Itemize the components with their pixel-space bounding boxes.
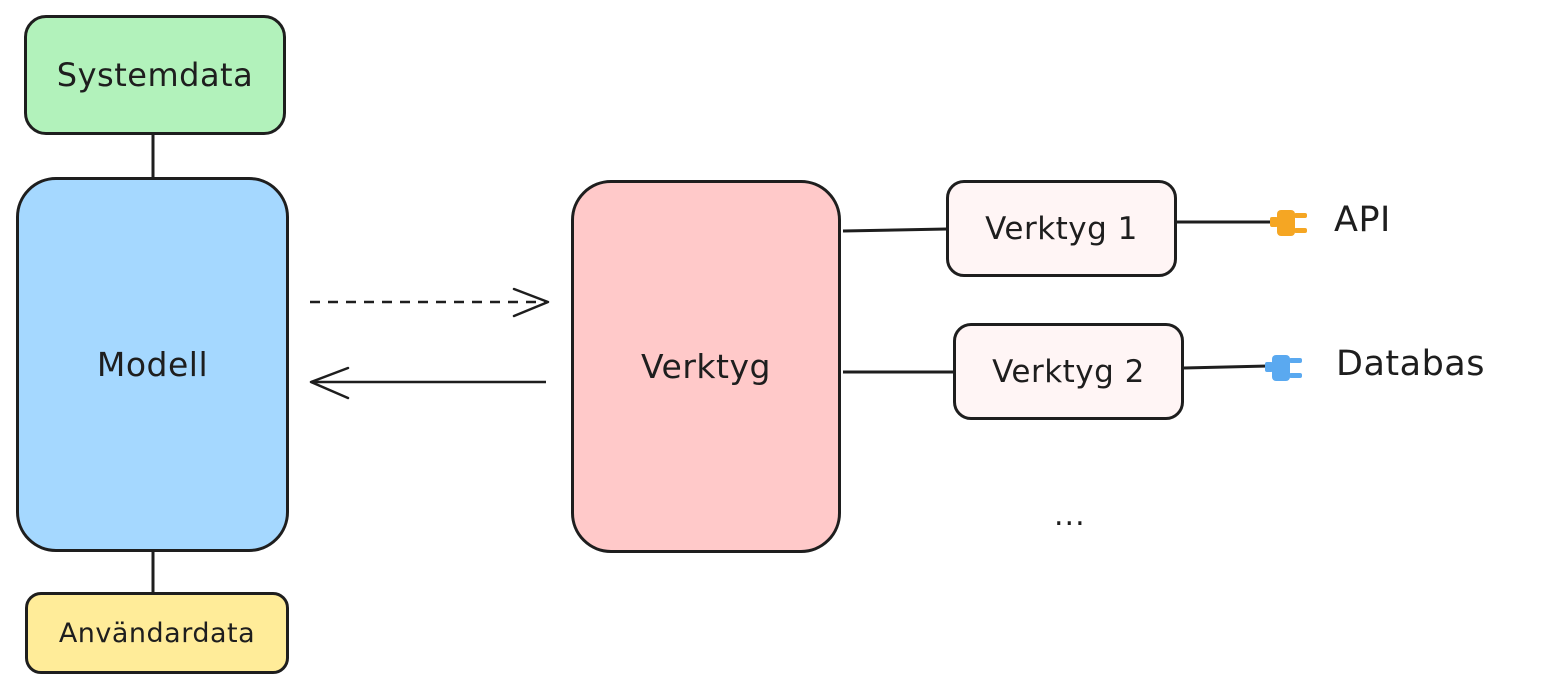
anvandardata-node: Användardata [25,592,289,674]
dashed-arrow-modell-to-verktyg [310,287,550,318]
verktyg1-node: Verktyg 1 [946,180,1177,277]
databas-label: Databas [1336,344,1485,384]
systemdata-node: Systemdata [24,15,286,135]
connector-verktyg-verktyg1 [842,227,948,233]
databas-plug-icon [1265,355,1302,381]
solid-arrow-verktyg-to-modell [309,366,546,400]
api-plug-icon [1270,210,1307,236]
more-tools-ellipsis: ... [1054,498,1086,533]
modell-node: Modell [16,177,289,552]
api-label: API [1334,200,1391,240]
verktyg2-node: Verktyg 2 [953,323,1184,420]
connector-verktyg2-databas [1183,364,1269,370]
verktyg-node: Verktyg [571,180,841,553]
